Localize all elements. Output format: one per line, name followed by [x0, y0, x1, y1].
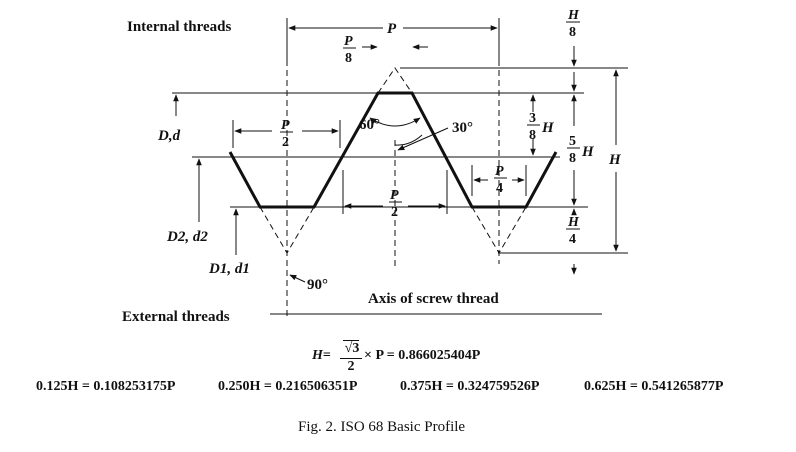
- svg-text:4: 4: [569, 232, 576, 247]
- svg-text:2: 2: [282, 135, 289, 150]
- svg-text:3: 3: [529, 111, 536, 126]
- pitch-diameter-label: D2, d2: [166, 229, 208, 245]
- sharp-v-root-left: [259, 206, 315, 254]
- formula-list-3: 0.375H = 0.324759526P: [400, 379, 540, 394]
- formula-sqrt-num: 3: [352, 341, 360, 356]
- arc-60: [369, 117, 421, 127]
- angle-60-label: 60°: [359, 117, 380, 133]
- internal-threads-label: Internal threads: [127, 19, 231, 35]
- p-over-2-center-label: P 2: [389, 188, 402, 220]
- p-over-8-label: P 8: [343, 34, 356, 66]
- reference-lines: [172, 67, 628, 315]
- external-threads-label: External threads: [122, 309, 230, 325]
- formula-sqrt: √3: [342, 340, 360, 356]
- formula-lhs: H: [312, 348, 323, 363]
- formula-fraction: √3 2: [340, 340, 362, 375]
- dimension-arrows: [173, 25, 619, 283]
- svg-text:2: 2: [391, 205, 398, 220]
- p-over-2-left-label: P 2: [280, 118, 293, 150]
- svg-text:H: H: [541, 120, 555, 136]
- svg-text:P: P: [390, 188, 399, 203]
- h-total-label: H: [608, 152, 622, 168]
- svg-text:8: 8: [569, 151, 576, 166]
- svg-text:5: 5: [569, 134, 576, 149]
- arc-30: [394, 134, 423, 146]
- angle-90-leader: [289, 274, 306, 283]
- sharp-v-root-right: [471, 206, 527, 254]
- pitch-label: P: [387, 21, 397, 37]
- formula-eq: =: [322, 348, 331, 363]
- formula-list-2: 0.250H = 0.216506351P: [218, 379, 358, 394]
- formula-rhs: × P = 0.866025404P: [364, 348, 481, 363]
- major-diameter-label: D,d: [157, 128, 181, 144]
- formula-den: 2: [340, 358, 362, 375]
- h-over-8-label: H 8: [566, 8, 580, 40]
- svg-text:P: P: [281, 118, 290, 133]
- svg-text:H: H: [567, 8, 580, 23]
- p-over-4-label: P 4: [494, 164, 507, 196]
- svg-text:8: 8: [529, 128, 536, 143]
- sharp-v-crest: [377, 67, 413, 94]
- thread-profile: [228, 91, 558, 209]
- dashed-construction: [259, 60, 527, 318]
- three-eighths-h-label: 3 8 H: [527, 111, 555, 143]
- angle-30-leader: [397, 127, 449, 151]
- svg-text:8: 8: [569, 25, 576, 40]
- h-over-4-label: H 4: [566, 215, 580, 247]
- minor-diameter-label: D1, d1: [208, 261, 250, 277]
- svg-text:H: H: [567, 215, 580, 230]
- formula-h: H=: [312, 348, 331, 364]
- svg-text:4: 4: [496, 181, 503, 196]
- axis-label: Axis of screw thread: [368, 291, 499, 307]
- svg-text:8: 8: [345, 51, 352, 66]
- angle-arcs: [369, 117, 423, 146]
- figure-caption: Fig. 2. ISO 68 Basic Profile: [298, 419, 466, 435]
- angle-30-label: 30°: [452, 120, 473, 136]
- extension-lines: [232, 18, 527, 214]
- angle-90-label: 90°: [307, 277, 328, 293]
- svg-text:H: H: [581, 144, 595, 160]
- svg-text:P: P: [344, 34, 353, 49]
- svg-text:P: P: [495, 164, 504, 179]
- formula-list-1: 0.125H = 0.108253175P: [36, 379, 176, 394]
- five-eighths-h-label: 5 8 H: [567, 134, 595, 166]
- formula-list-4: 0.625H = 0.541265877P: [584, 379, 724, 394]
